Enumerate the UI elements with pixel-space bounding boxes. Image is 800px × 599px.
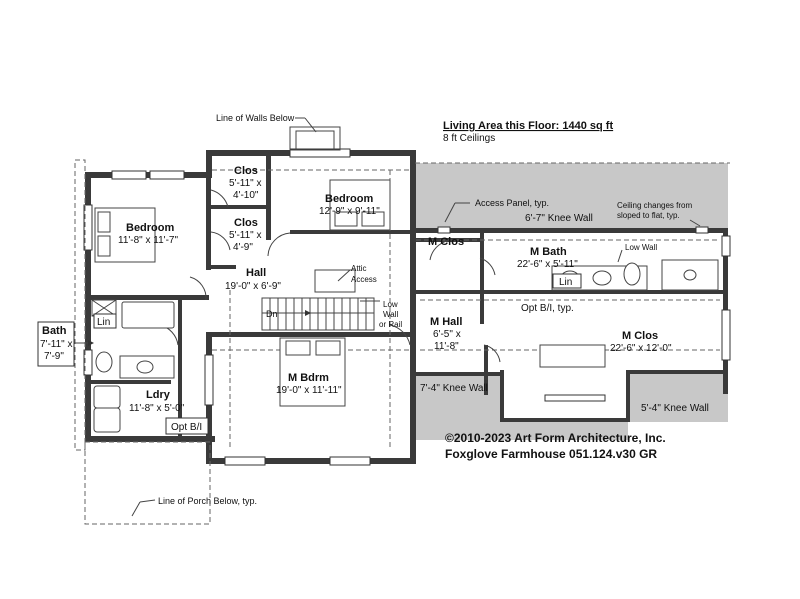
low-wall-rail-3: or Rail [379, 320, 402, 329]
door-swings [159, 189, 501, 363]
ldry-name: Ldry [146, 389, 171, 401]
clos1-name: Clos [234, 165, 258, 177]
lin-bath-label: Lin [97, 317, 110, 328]
bedroom-right-dims: 12'-9" x 9'-11" [319, 206, 380, 217]
m-bath-dims: 22'-6" x 5'-11" [517, 259, 578, 270]
low-wall-rail-2: Wall [383, 310, 398, 319]
m-clos-dims: 22'-6" x 12'-0" [610, 343, 672, 354]
ceiling-changes-1: Ceiling changes from [617, 201, 692, 210]
knee-wall-left-label: 7'-4" Knee Wall [420, 383, 488, 394]
ceilings-label: 8 ft Ceilings [443, 133, 495, 144]
low-wall-rail-1: Low [383, 300, 398, 309]
stairs [261, 297, 375, 331]
lin-box-bath [93, 313, 117, 329]
ldry-dims: 11'-8" x 5'-0" [129, 403, 185, 414]
attic-access-hatch [314, 269, 356, 293]
attic-access-leader [337, 269, 351, 282]
opt-bi-ldry-label: Opt B/I [171, 422, 202, 433]
lin-mbath-label: Lin [559, 277, 572, 288]
clos1-dim-2: 4'-10" [233, 190, 259, 201]
bath-dim-2: 7'-9" [44, 351, 64, 362]
bedroom-left-name: Bedroom [126, 222, 175, 234]
clos1-dim-1: 5'-11" x [229, 178, 262, 189]
knee-zone-top [413, 163, 728, 231]
bath-callout-box [37, 321, 75, 367]
line-walls-below-label: Line of Walls Below [216, 113, 295, 123]
windows [83, 148, 731, 466]
living-area-label: Living Area this Floor: 1440 sq ft [443, 120, 613, 132]
plan-name-label: Foxglove Farmhouse 051.124.v30 GR [445, 447, 657, 461]
clos2-dim-1: 5'-11" x [229, 230, 262, 241]
m-hall-dim-2: 11'-8" [434, 341, 459, 352]
bath-name: Bath [42, 325, 67, 337]
m-hall-name: M Hall [430, 316, 462, 328]
m-clos-small-name: M Clos [428, 236, 464, 248]
access-panels [437, 226, 709, 234]
m-bdrm-name: M Bdrm [288, 372, 329, 384]
beds [94, 179, 391, 407]
access-panel-label: Access Panel, typ. [475, 198, 549, 208]
lin-box-mbath [552, 273, 582, 289]
knee-zone-bottom [503, 418, 628, 440]
attic-access-label-2: Access [351, 275, 377, 284]
knee-zone-right [628, 372, 728, 422]
clos2-dim-2: 4'-9" [233, 242, 253, 253]
opt-bi-box [165, 417, 209, 435]
attic-access-label-1: Attic [351, 264, 367, 273]
copyright-label: ©2010-2023 Art Form Architecture, Inc. [445, 431, 666, 445]
m-bath-name: M Bath [530, 246, 567, 258]
line-porch-below-label: Line of Porch Below, typ. [158, 496, 257, 506]
low-wall-label: Low Wall [625, 243, 657, 252]
bath-fixtures [91, 259, 719, 433]
bedroom-left-dims: 11'-8" x 11'-7" [118, 235, 178, 246]
hall-dims: 19'-0" x 6'-9" [225, 281, 281, 292]
bedroom-right-name: Bedroom [325, 193, 374, 205]
knee-wall-right-label: 5'-4" Knee Wall [641, 403, 709, 414]
knee-wall-top-label: 6'-7" Knee Wall [525, 213, 593, 224]
ceiling-changes-2: sloped to flat, typ. [617, 211, 680, 220]
bath-dim-1: 7'-11" x [40, 339, 73, 350]
m-bdrm-dims: 19'-0" x 11'-11" [276, 385, 342, 396]
m-clos-name: M Clos [622, 330, 658, 342]
opt-bi-typ-label: Opt B/I, typ. [521, 303, 574, 314]
m-hall-dim-1: 6'-5" x [433, 329, 461, 340]
labels: Living Area this Floor: 1440 sq ft 8 ft … [40, 113, 709, 506]
clos2-name: Clos [234, 217, 258, 229]
stairs-down-label: Dn [266, 309, 278, 319]
hall-name: Hall [246, 267, 266, 279]
dashed-lines [74, 159, 730, 525]
